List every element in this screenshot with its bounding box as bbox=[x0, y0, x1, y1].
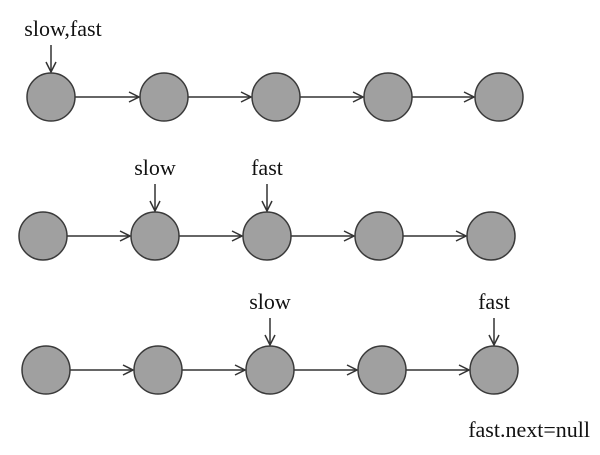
list-node bbox=[133, 345, 183, 395]
list-node bbox=[21, 345, 71, 395]
list-node bbox=[139, 72, 189, 122]
pointer-label: fast bbox=[251, 155, 283, 180]
list-node bbox=[363, 72, 413, 122]
pointer-label: slow,fast bbox=[24, 16, 101, 41]
list-node bbox=[18, 211, 68, 261]
pointer-label: fast bbox=[478, 289, 510, 314]
list-node bbox=[130, 211, 180, 261]
list-node bbox=[357, 345, 407, 395]
list-node bbox=[466, 211, 516, 261]
list-node bbox=[469, 345, 519, 395]
list-node bbox=[26, 72, 76, 122]
list-node bbox=[251, 72, 301, 122]
list-node bbox=[474, 72, 524, 122]
list-node bbox=[242, 211, 292, 261]
pointer-label: slow bbox=[134, 155, 176, 180]
pointer-label: slow bbox=[249, 289, 291, 314]
list-row-2: slow fast bbox=[18, 155, 516, 261]
list-row-3: slow fast bbox=[21, 289, 519, 395]
condition-note: fast.next=null bbox=[468, 417, 590, 442]
list-row-1: slow,fast bbox=[24, 16, 524, 122]
list-node bbox=[354, 211, 404, 261]
list-node bbox=[245, 345, 295, 395]
